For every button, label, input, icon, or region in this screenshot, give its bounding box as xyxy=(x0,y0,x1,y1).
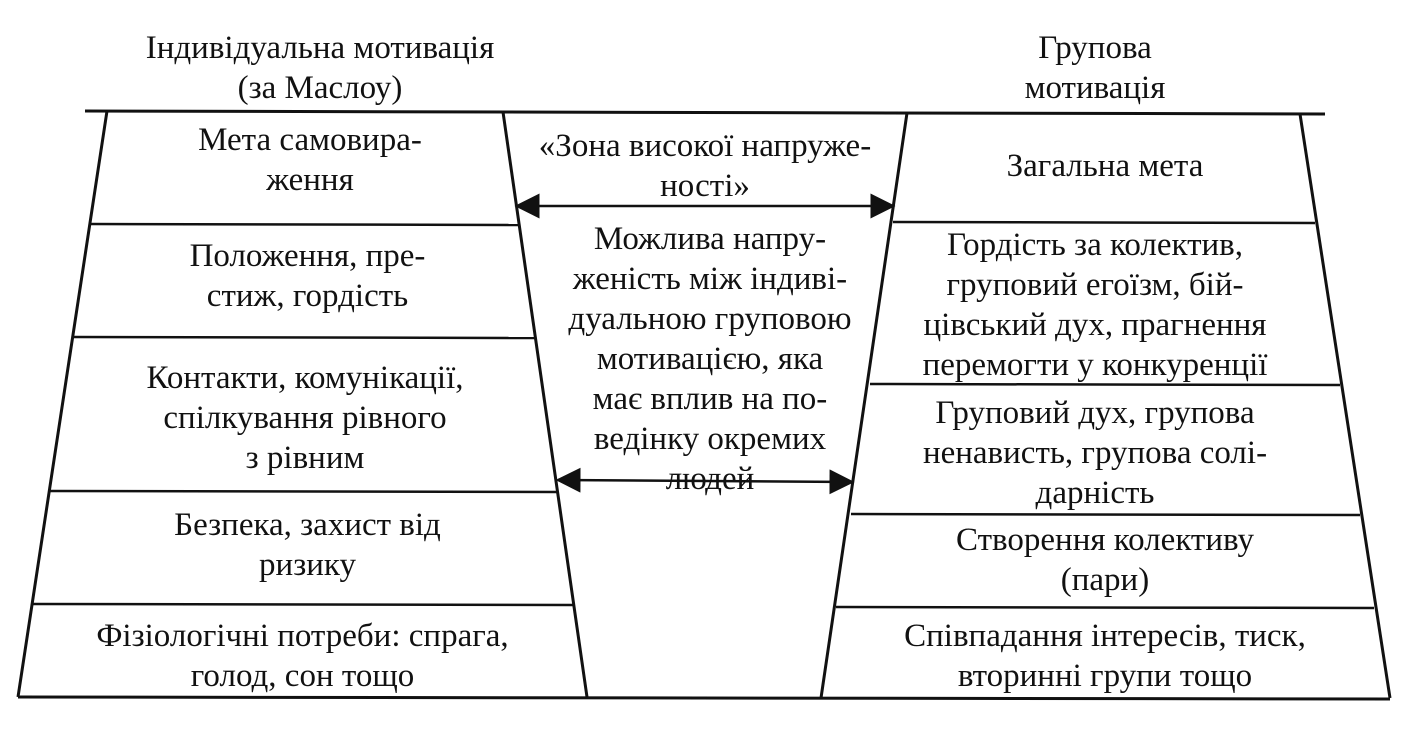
lower-double-arrow xyxy=(555,467,855,495)
right-divider-3 xyxy=(850,512,1361,517)
left-divider-4 xyxy=(32,602,574,607)
left-divider-2 xyxy=(72,335,536,340)
top-rule xyxy=(84,109,1326,116)
right-level-team-creation: Створення колективу (пари) xyxy=(956,522,1254,598)
right-level-common-goal: Загальна мета xyxy=(1006,148,1204,184)
right-divider-2 xyxy=(869,382,1341,387)
right-divider-1 xyxy=(892,220,1316,225)
right-pyramid-outer-edge xyxy=(1298,113,1392,699)
left-level-physiological: Фізіологічні потреби: спрага, голод, сон… xyxy=(96,618,509,694)
left-divider-1 xyxy=(89,222,520,227)
tension-description: Можлива напру- женість між індиві- дуаль… xyxy=(568,221,852,497)
right-divider-4 xyxy=(835,605,1375,610)
left-divider-3 xyxy=(48,489,558,494)
left-level-safety: Безпека, захист від ризику xyxy=(174,507,441,583)
right-level-common-interests: Співпадання інтересів, тиск, вторинні гр… xyxy=(904,618,1306,694)
bottom-rule xyxy=(17,695,1391,701)
left-level-social: Контакти, комунікації, спілкування рівно… xyxy=(146,360,464,476)
left-level-esteem: Положення, пре- стиж, гордість xyxy=(189,238,426,314)
left-pyramid-outer-edge xyxy=(16,110,109,698)
right-level-group-spirit: Груповий дух, групова ненависть, групова… xyxy=(922,395,1268,511)
left-level-self-actualization: Мета самовира- ження xyxy=(198,122,422,198)
right-column-header: Групова мотивація xyxy=(1024,30,1166,106)
left-column-header: Індивідуальна мотивація (за Маслоу) xyxy=(145,30,495,106)
right-level-collective-pride: Гордість за колектив, груповий егоїзм, б… xyxy=(922,227,1268,383)
high-tension-zone-label: «Зона високої напруже- ності» xyxy=(538,128,872,204)
